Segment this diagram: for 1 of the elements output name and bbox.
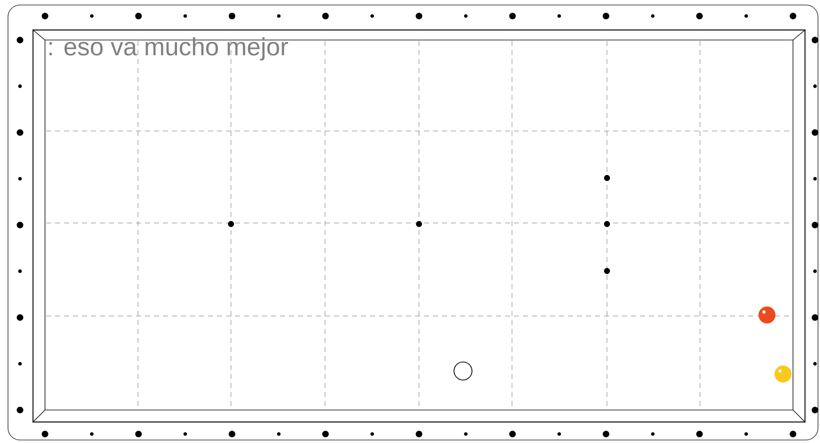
caption-text: : eso va mucho mejor (50, 37, 288, 60)
